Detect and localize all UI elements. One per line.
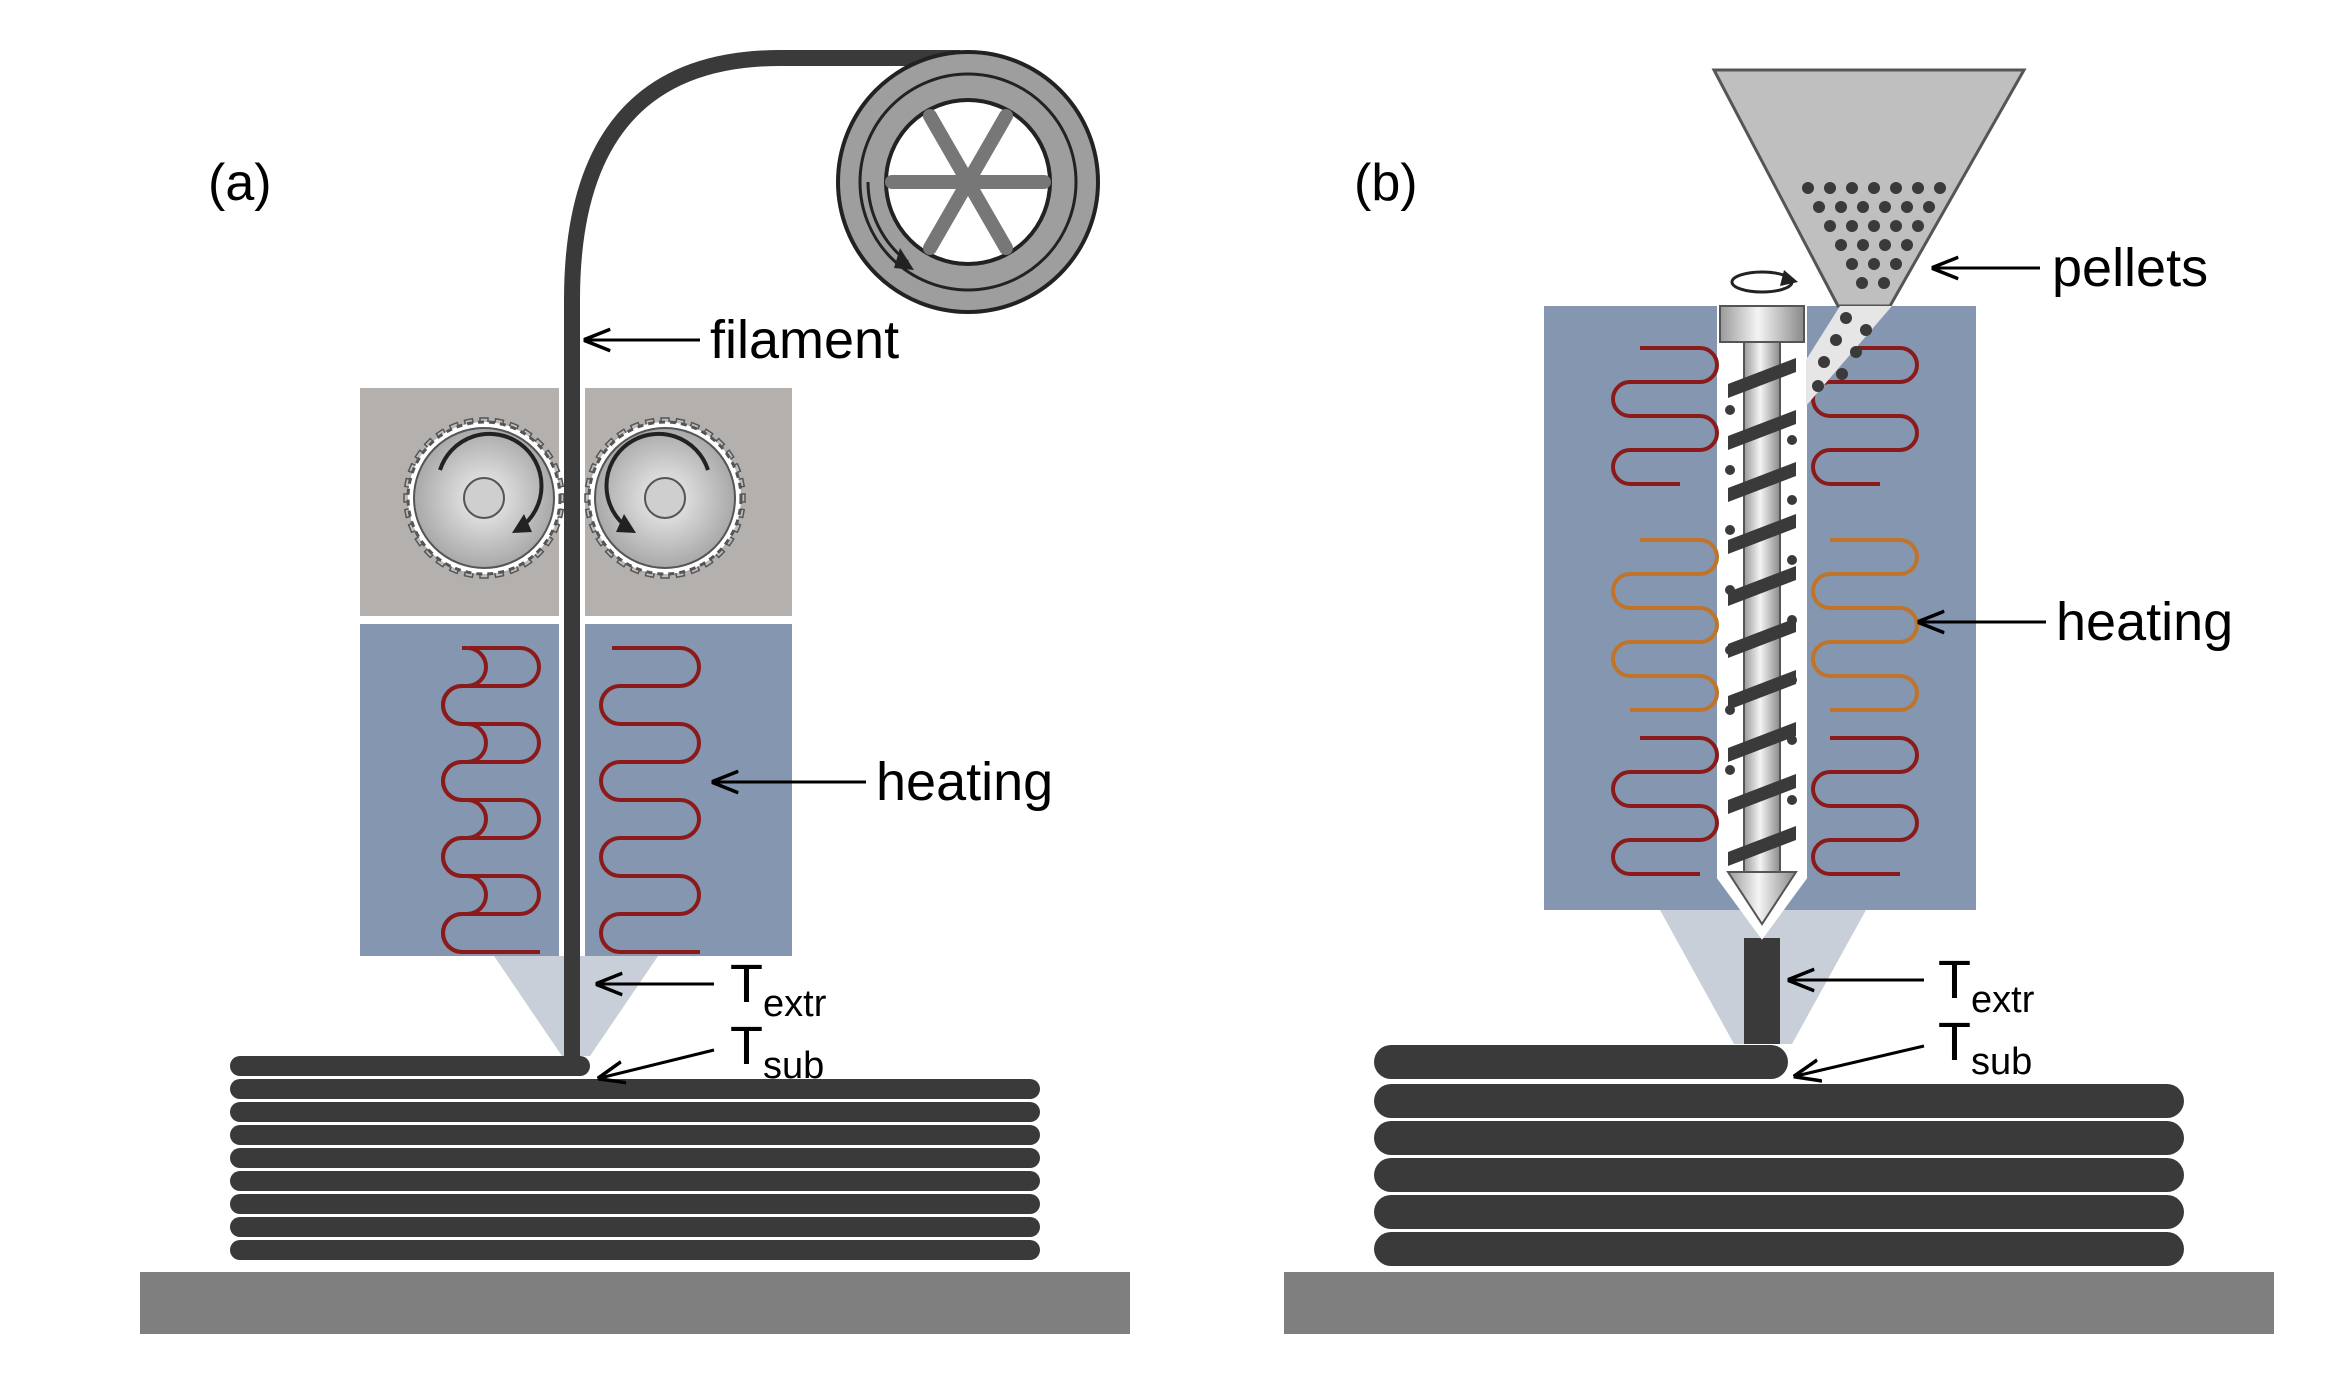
build-plate-a — [140, 1272, 1130, 1334]
gear-icon-right — [584, 417, 746, 579]
panel-b-tag: (b) — [1354, 154, 1418, 212]
panel-b: (b) — [1284, 68, 2274, 1334]
deposited-layers-b — [1374, 1045, 2184, 1266]
t-sub-arrow-b — [1796, 1044, 1925, 1076]
gear-icon-left — [403, 417, 565, 579]
extruder-screw — [1719, 270, 1805, 926]
panel-a-tag: (a) — [208, 154, 272, 212]
heating-coil-a-right — [599, 646, 701, 954]
filament-strand — [564, 50, 960, 1060]
heating-coil-b-left — [1611, 346, 1719, 486]
deposited-layers-a — [230, 1056, 1040, 1260]
t-extr-label-b: Textr — [1938, 950, 2035, 1021]
melt-strand-b — [1744, 938, 1780, 1044]
panel-a: (a) — [140, 50, 1130, 1334]
heating-label-a: heating — [876, 752, 1053, 812]
pellets — [1802, 182, 1946, 392]
heating-coil-b-right — [1811, 346, 1919, 486]
pellets-label: pellets — [2052, 238, 2208, 298]
filament-spool-icon — [836, 50, 1100, 314]
t-sub-arrow-a — [600, 1048, 715, 1078]
t-sub-label-a: Tsub — [730, 1016, 824, 1087]
t-extr-label-a: Textr — [730, 954, 827, 1025]
filament-label: filament — [710, 310, 899, 370]
heating-label-b: heating — [2056, 592, 2233, 652]
build-plate-b — [1284, 1272, 2274, 1334]
t-sub-label-b: Tsub — [1938, 1012, 2032, 1083]
